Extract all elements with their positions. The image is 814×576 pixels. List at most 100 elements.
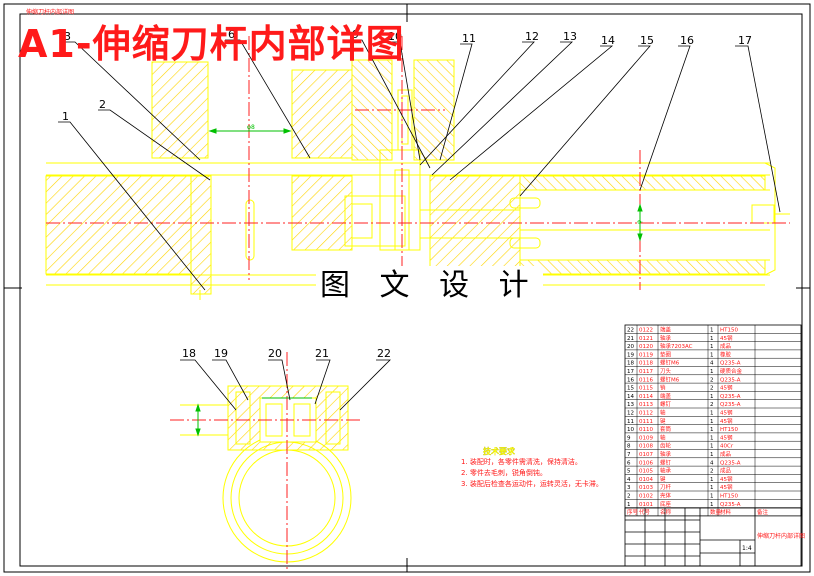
callout-18: 18 (182, 347, 196, 360)
parts-table-cell: 22 (627, 328, 634, 334)
parts-table-cell: 刀头 (660, 367, 672, 375)
parts-table-cell: 1 (710, 419, 714, 425)
parts-table-cell: HT150 (720, 494, 738, 500)
parts-table-cell: 1 (710, 444, 714, 450)
parts-table-cell: 1 (710, 427, 714, 433)
parts-table-cell: 0120 (639, 344, 653, 350)
notes-line: 3. 装配后检查各运动件，运转灵活，无卡滞。 (461, 480, 603, 488)
parts-table-cell: 19 (627, 352, 634, 358)
parts-table-cell: 0116 (639, 377, 653, 383)
callout-13: 13 (563, 30, 577, 43)
parts-table-cell: 螺钉 (660, 400, 672, 408)
parts-table-cell: 45钢 (720, 417, 733, 425)
technical-notes: 技术要求 1. 装配时，各零件需清洗，保持清洁。 2. 零件去毛刺，锐角倒钝。 … (461, 446, 603, 490)
parts-table-cell: 0108 (639, 444, 653, 450)
parts-table-cell: 1 (710, 394, 714, 400)
parts-table-cell: 2 (710, 469, 714, 475)
parts-table-cell: 2 (710, 377, 714, 383)
parts-table-cell: 11 (627, 419, 634, 425)
parts-table-cell: 18 (627, 361, 634, 367)
callout-15: 15 (640, 34, 654, 47)
parts-table-cell: 4 (710, 460, 714, 466)
parts-table-cell: 销 (660, 384, 666, 392)
parts-table-cell: 键 (660, 475, 666, 483)
parts-table-cell: Q235-A (720, 502, 741, 508)
parts-table-cell: Q235-A (720, 377, 741, 383)
parts-table-cell: 4 (627, 477, 631, 483)
parts-table-cell: 0104 (639, 477, 653, 483)
callout-19: 19 (214, 347, 228, 360)
parts-table-cell: 0101 (639, 502, 653, 508)
parts-table-cell: 0118 (639, 361, 653, 367)
parts-table-cell: 轴承 (660, 467, 672, 475)
parts-table-cell: 1 (710, 477, 714, 483)
parts-table-cell: HT150 (720, 427, 738, 433)
parts-table-cell: 45钢 (720, 384, 733, 392)
parts-table-cell: 0111 (639, 419, 653, 425)
callout-labels-top: 1 2 3 6 9 10 11 12 13 14 15 16 17 (62, 28, 752, 123)
title-block (624, 507, 802, 567)
parts-table-cell: 45钢 (720, 483, 733, 491)
leader-lines-top (58, 39, 781, 291)
parts-table-cell: 45钢 (720, 409, 733, 417)
parts-table-cell: 0103 (639, 485, 653, 491)
parts-table-cell: 0114 (639, 394, 653, 400)
parts-table-cell: 9 (627, 435, 631, 441)
parts-table-cell: 1 (710, 485, 714, 491)
parts-table-cell: 0102 (639, 494, 653, 500)
parts-table-header-cell: 材料 (720, 508, 732, 516)
parts-table-cell: 轴承 (660, 450, 672, 458)
parts-table-header-cell: 数量 (710, 508, 722, 516)
parts-table-cell: 键 (660, 417, 666, 425)
parts-table-cell: Q235-A (720, 394, 741, 400)
callout-11: 11 (462, 32, 476, 45)
parts-table-cell: 15 (627, 386, 634, 392)
parts-table-cell: 0122 (639, 328, 653, 334)
parts-table-cell: 端盖 (660, 392, 672, 400)
parts-table-cell: 0105 (639, 469, 653, 475)
callout-1: 1 (62, 110, 69, 123)
parts-table-cell: 17 (627, 369, 634, 375)
parts-table-cell: HT150 (720, 328, 738, 334)
parts-table-cell: 1 (710, 344, 714, 350)
parts-table-cell: 壳体 (660, 492, 672, 500)
center-marks (4, 4, 810, 572)
dimensions-top: φ8 φ (208, 124, 643, 242)
parts-table-cell: 硬质合金 (720, 367, 743, 375)
callout-3: 3 (64, 30, 71, 43)
parts-table-cell: 螺钉 (660, 458, 672, 466)
parts-table-cell: 40Cr (720, 444, 734, 450)
parts-table-cell: 1 (710, 435, 714, 441)
parts-table-cell: 螺钉M6 (660, 375, 680, 383)
parts-table-cell: 12 (627, 411, 634, 417)
parts-table-header-cell: 序号 (627, 508, 639, 516)
parts-table-cell: 轴 (660, 433, 666, 441)
inner-border (19, 13, 803, 567)
parts-table-cell: 20 (627, 344, 634, 350)
parts-table-cell: 21 (627, 336, 634, 342)
callout-12: 12 (525, 30, 539, 43)
callout-2: 2 (99, 98, 106, 111)
parts-table-cell: 0107 (639, 452, 653, 458)
parts-table-cell: 0121 (639, 336, 653, 342)
parts-table-cell: 0115 (639, 386, 653, 392)
parts-table-header-cell: 名称 (660, 508, 672, 516)
parts-table-cell: 0106 (639, 460, 653, 466)
parts-table-cell: 0113 (639, 402, 653, 408)
parts-table-cell: 13 (627, 402, 634, 408)
parts-table-cell: 0110 (639, 427, 653, 433)
parts-table-cell: 3 (627, 485, 631, 491)
parts-table-cell: 轴承 (660, 334, 672, 342)
parts-table-cell: 10 (627, 427, 634, 433)
parts-table-cell: 1 (710, 352, 714, 358)
parts-table-cell: 0112 (639, 411, 653, 417)
parts-table-cell: 45钢 (720, 475, 733, 483)
callout-14: 14 (601, 34, 615, 47)
parts-table-cell: 2 (627, 494, 631, 500)
svg-text:φ8: φ8 (247, 124, 255, 131)
parts-table-cell: 16 (627, 377, 634, 383)
parts-table-cell: 橡胶 (720, 350, 732, 358)
leader-lines-bottom (180, 359, 391, 411)
